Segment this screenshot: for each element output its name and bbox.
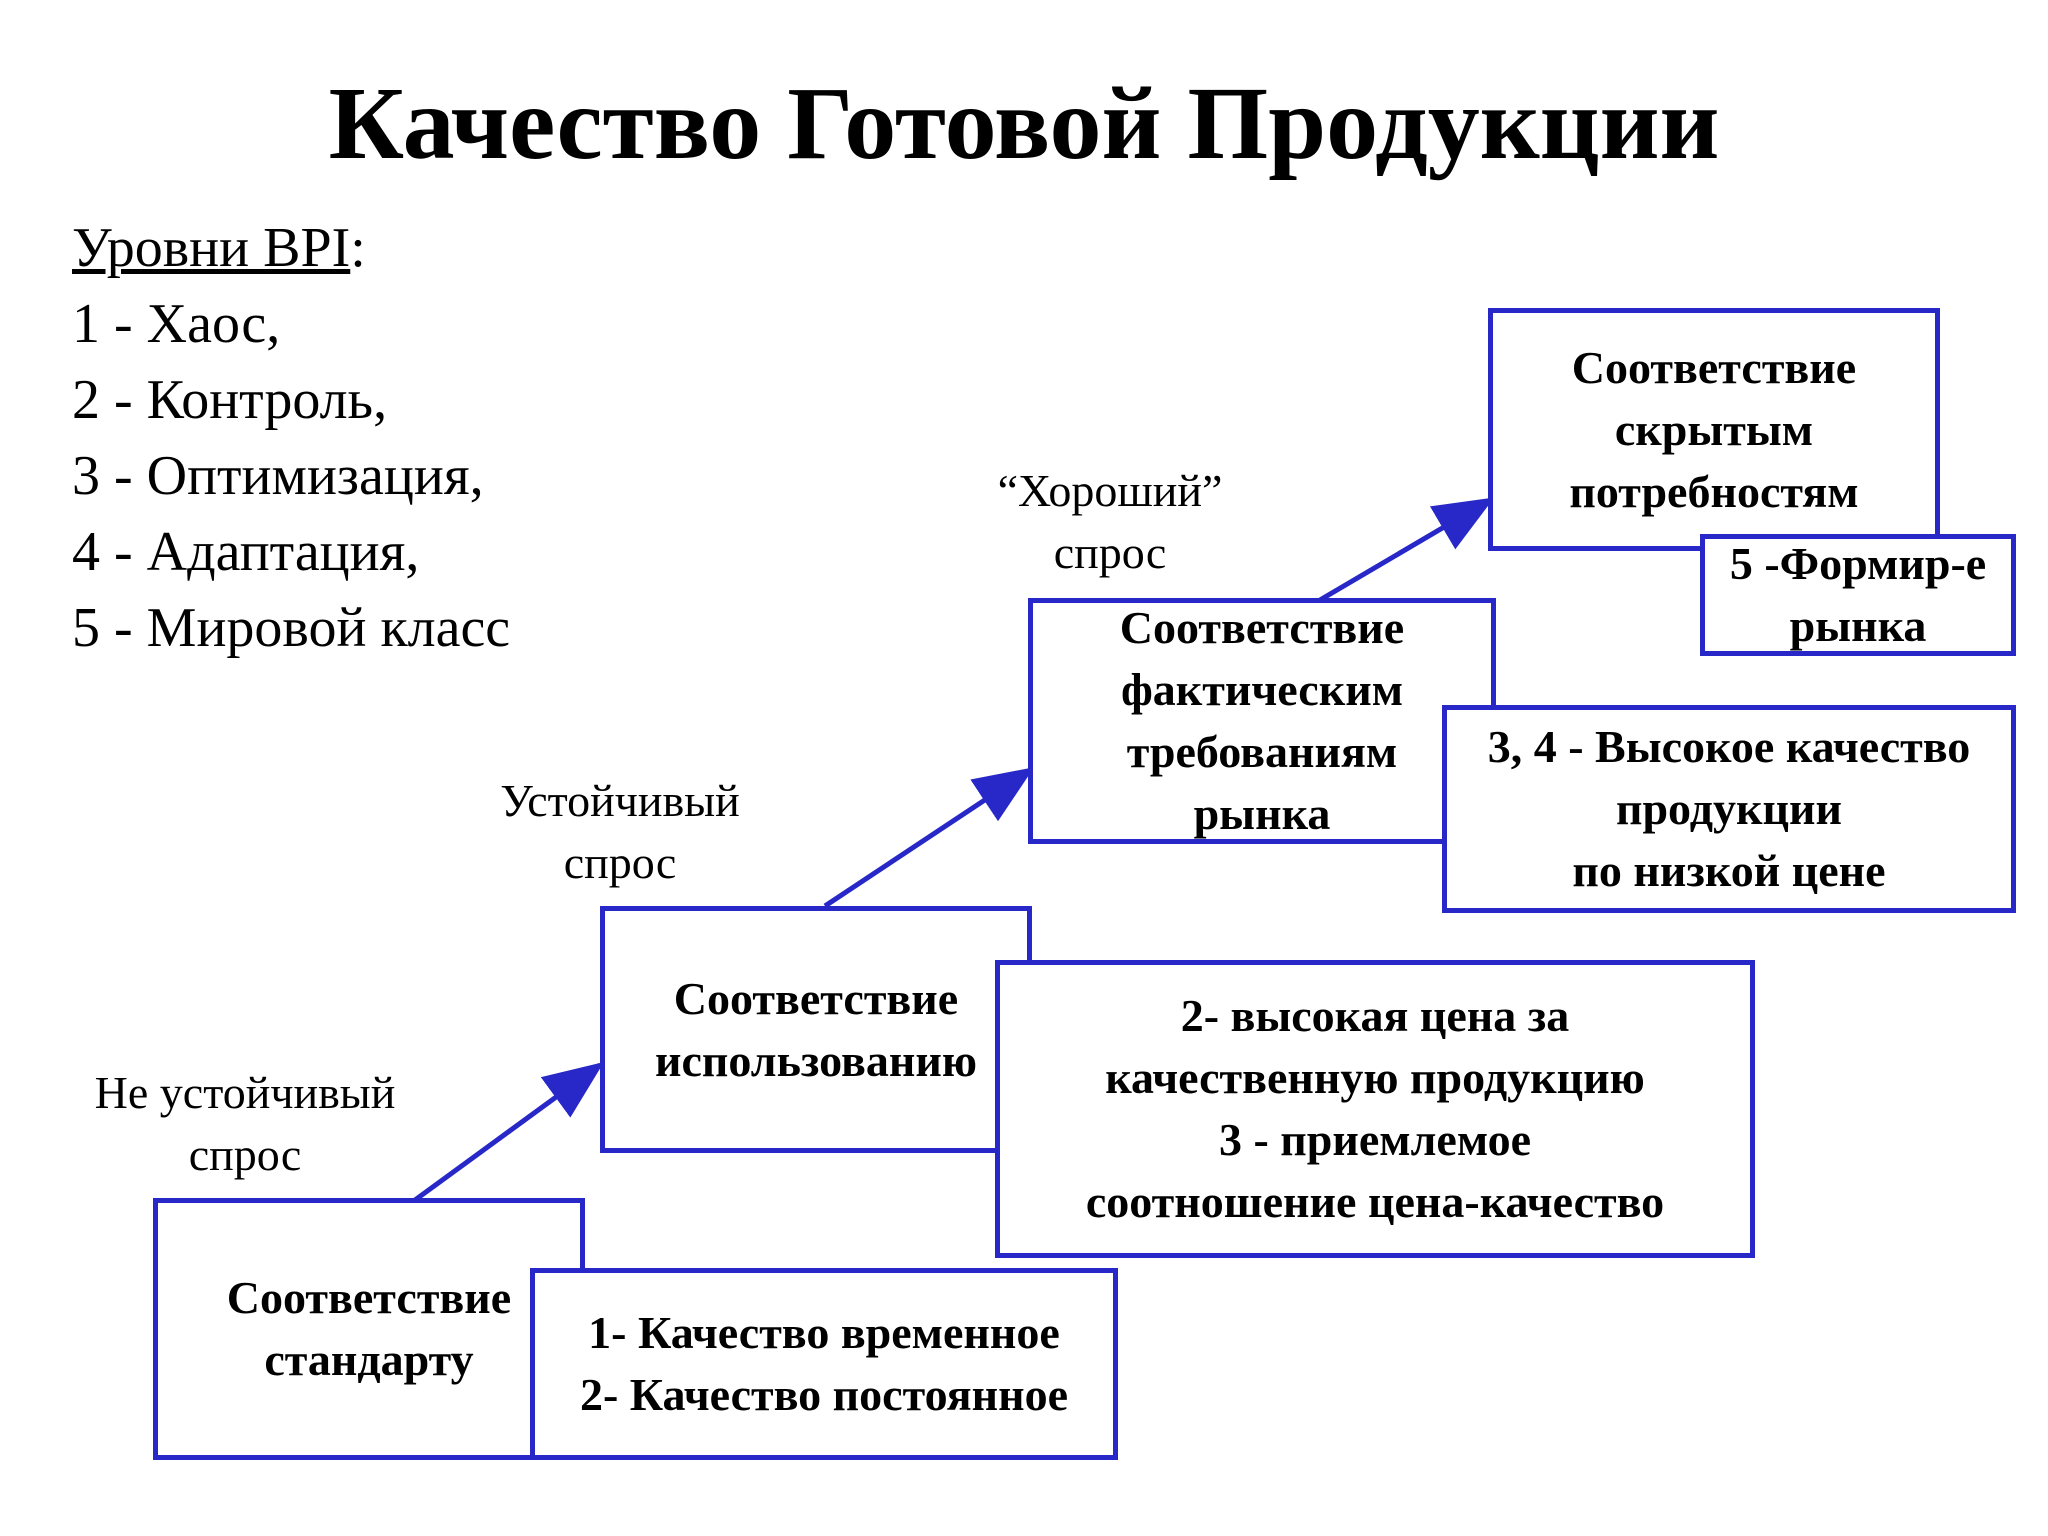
bpi-levels-list: Уровни BPI: 1 - Хаос, 2 - Контроль, 3 - … bbox=[72, 210, 510, 666]
note-2-line-3: 3 - приемлемое bbox=[1218, 1114, 1531, 1165]
stage-standard-line-1: Соответствие bbox=[226, 1272, 512, 1323]
note-2-line-2: качественную продукцию bbox=[1105, 1052, 1645, 1103]
stage-box-market-requirements: Соответствие фактическим требованиям рын… bbox=[1028, 598, 1496, 844]
note-4-line-1: 5 -Формир-е bbox=[1729, 538, 1987, 589]
demand-label-good-line-2: спрос bbox=[1053, 527, 1167, 578]
demand-label-stable: Устойчивый спрос bbox=[470, 770, 770, 894]
note-4-line-2: рынка bbox=[1789, 600, 1927, 651]
bpi-level-4: 4 - Адаптация, bbox=[72, 521, 420, 583]
note-3-line-1: 3, 4 - Высокое качество bbox=[1487, 721, 1971, 772]
bpi-level-5: 5 - Мировой класс bbox=[72, 597, 511, 659]
page-title: Качество Готовой Продукции bbox=[328, 66, 1720, 181]
stage-box-hidden-needs: Соответствие скрытым потребностям bbox=[1488, 308, 1940, 551]
note-box-4-text: 5 -Формир-е рынка bbox=[1730, 533, 1986, 657]
note-box-3-text: 3, 4 - Высокое качество продукции по низ… bbox=[1488, 716, 1971, 902]
demand-label-stable-line-1: Устойчивый bbox=[500, 775, 740, 826]
stage-hidden-line-2: скрытым bbox=[1614, 403, 1814, 455]
stage-box-hidden-needs-text: Соответствие скрытым потребностям bbox=[1569, 337, 1858, 523]
stage-box-standard-text: Соответствие стандарту bbox=[227, 1267, 511, 1391]
stage-hidden-line-1: Соответствие bbox=[1571, 341, 1857, 393]
demand-label-unstable-line-1: Не устойчивый bbox=[94, 1067, 396, 1118]
note-box-price-quality: 2- высокая цена за качественную продукци… bbox=[995, 960, 1755, 1258]
bpi-levels-heading-text: Уровни BPI bbox=[72, 217, 351, 279]
stage-box-standard: Соответствие стандарту bbox=[153, 1198, 585, 1460]
demand-label-unstable: Не устойчивый спрос bbox=[60, 1062, 430, 1186]
stage-usage-line-1: Соответствие bbox=[673, 972, 959, 1024]
note-1-line-2: 2- Качество постоянное bbox=[579, 1369, 1069, 1420]
bpi-level-2: 2 - Контроль, bbox=[72, 369, 388, 431]
note-box-high-quality-low-price: 3, 4 - Высокое качество продукции по низ… bbox=[1442, 705, 2016, 913]
stage-market-line-3: требованиям bbox=[1126, 726, 1398, 777]
stage-box-market-requirements-text: Соответствие фактическим требованиям рын… bbox=[1120, 597, 1404, 845]
demand-label-good: “Хороший” спрос bbox=[960, 460, 1260, 584]
stage-hidden-line-3: потребностям bbox=[1569, 465, 1859, 517]
note-box-quality-temporary-permanent: 1- Качество временное 2- Качество постоя… bbox=[530, 1268, 1118, 1460]
stage-market-line-4: рынка bbox=[1193, 788, 1331, 839]
note-1-line-1: 1- Качество временное bbox=[588, 1307, 1060, 1358]
note-3-line-3: по низкой цене bbox=[1572, 845, 1886, 896]
bpi-level-3: 3 - Оптимизация, bbox=[72, 445, 484, 507]
note-2-line-4: соотношение цена-качество bbox=[1085, 1176, 1665, 1227]
stage-box-usage-text: Соответствие использованию bbox=[655, 968, 977, 1092]
stage-box-usage: Соответствие использованию bbox=[600, 906, 1032, 1153]
note-box-market-formation: 5 -Формир-е рынка bbox=[1700, 534, 2016, 656]
note-3-line-2: продукции bbox=[1615, 783, 1843, 834]
stage-standard-line-2: стандарту bbox=[264, 1334, 474, 1385]
demand-label-unstable-line-2: спрос bbox=[188, 1129, 302, 1180]
note-box-2-text: 2- высокая цена за качественную продукци… bbox=[1086, 985, 1664, 1233]
stage-market-line-1: Соответствие bbox=[1119, 602, 1405, 653]
bpi-levels-heading: Уровни BPI: bbox=[72, 210, 510, 286]
demand-label-good-line-1: “Хороший” bbox=[997, 465, 1223, 516]
bpi-levels-heading-colon: : bbox=[350, 217, 366, 279]
arrow-stage-2-to-3 bbox=[823, 767, 1035, 909]
demand-label-stable-line-2: спрос bbox=[563, 837, 677, 888]
note-box-1-text: 1- Качество временное 2- Качество постоя… bbox=[580, 1302, 1068, 1426]
bpi-level-1: 1 - Хаос, bbox=[72, 293, 281, 355]
stage-market-line-2: фактическим bbox=[1120, 664, 1404, 715]
arrow-stage-1-to-2 bbox=[413, 1062, 605, 1203]
stage-usage-line-2: использованию bbox=[654, 1034, 978, 1086]
arrow-stage-3-to-4 bbox=[1318, 497, 1495, 603]
note-2-line-1: 2- высокая цена за bbox=[1180, 990, 1570, 1041]
